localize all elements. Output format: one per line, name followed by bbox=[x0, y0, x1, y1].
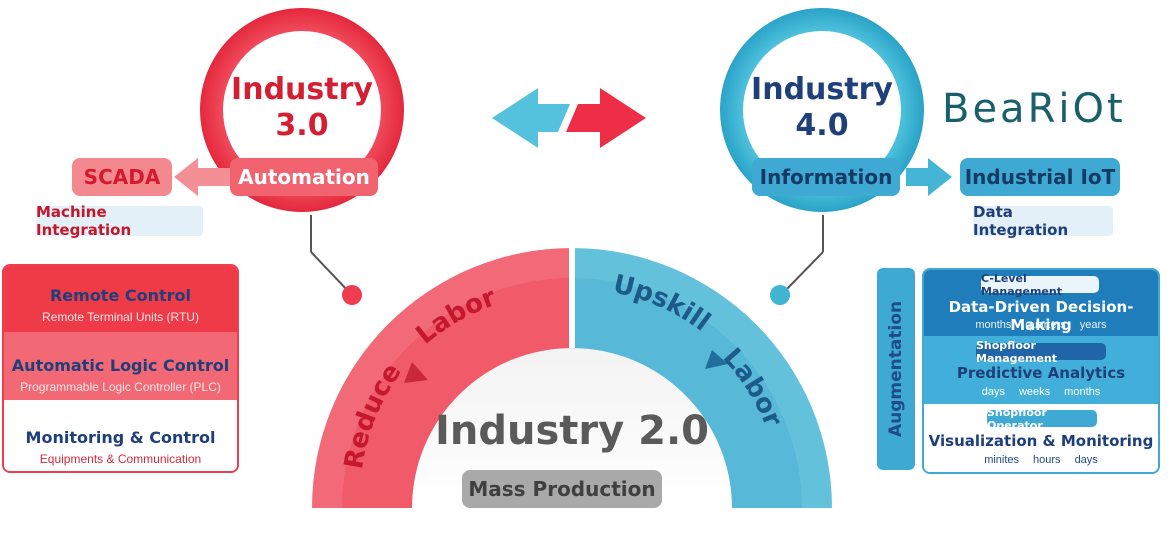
shopfloor-management-badge: Shopfloor Management bbox=[976, 339, 1106, 365]
c-level-badge: C-Level Management bbox=[981, 272, 1099, 298]
scada-label: SCADA bbox=[72, 158, 172, 196]
augmentation-bar: Augmentation bbox=[877, 268, 915, 470]
visualization-monitoring-block: Shopfloor Operator Visualization & Monit… bbox=[924, 404, 1158, 472]
shopfloor-operator-badge: Shopfloor Operator bbox=[987, 406, 1097, 432]
industry-2-title: Industry 2.0 bbox=[435, 408, 709, 454]
labor-arc bbox=[312, 248, 832, 508]
remote-control-block: Remote Control Remote Terminal Units (RT… bbox=[4, 266, 237, 332]
industry-4-title: Industry 4.0 bbox=[751, 72, 893, 143]
right-stack: C-Level Management Data-Driven Decision-… bbox=[922, 268, 1160, 474]
monitoring-control-block: Monitoring & Control Equipments & Commun… bbox=[4, 400, 237, 471]
automation-label: Automation bbox=[230, 158, 378, 196]
predictive-analytics-block: Shopfloor Management Predictive Analytic… bbox=[924, 336, 1158, 404]
automatic-logic-block: Automatic Logic Control Programmable Log… bbox=[4, 332, 237, 400]
arc-triangle-right bbox=[705, 350, 728, 369]
arc-triangle-left bbox=[404, 362, 428, 383]
industry-3-title: Industry 3.0 bbox=[231, 72, 373, 143]
right-connector bbox=[770, 215, 824, 305]
double-arrow-icon bbox=[492, 88, 646, 148]
industrial-iot-label: Industrial IoT bbox=[960, 158, 1120, 196]
left-stack: Remote Control Remote Terminal Units (RT… bbox=[2, 264, 239, 473]
arrow-right-icon bbox=[906, 158, 952, 196]
brand-logo: BeaRiOt bbox=[942, 86, 1126, 132]
information-label: Information bbox=[752, 158, 900, 196]
left-connector bbox=[310, 215, 362, 305]
arrow-left-icon bbox=[174, 158, 232, 196]
data-integration-label: Data Integration bbox=[973, 203, 1113, 239]
augmentation-label: Augmentation bbox=[886, 300, 906, 438]
machine-integration-label: Machine Integration bbox=[36, 203, 203, 239]
mass-production-label: Mass Production bbox=[462, 470, 662, 508]
decision-making-block: C-Level Management Data-Driven Decision-… bbox=[924, 270, 1158, 336]
